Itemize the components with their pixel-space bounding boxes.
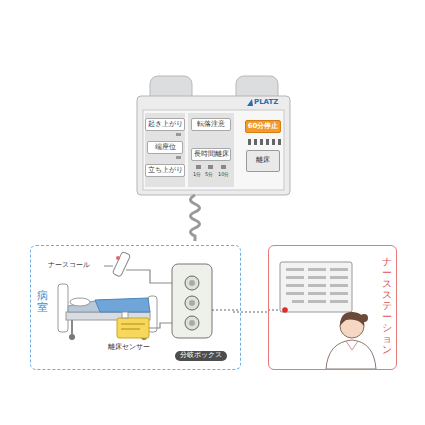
signal-line (212, 309, 241, 310)
led (208, 165, 213, 169)
mode-button: 起き上がり (145, 118, 185, 131)
branch-box-node: 分岐ボックス (169, 263, 233, 361)
box-label: 分岐ボックス (175, 351, 227, 361)
button-label: 離床 (256, 157, 270, 164)
coiled-cord (191, 195, 200, 241)
led (221, 165, 226, 169)
logo-mark (247, 99, 253, 106)
region-label: ナースステーション (382, 256, 392, 355)
button-label: 長時間離床 (194, 151, 229, 158)
device-face (143, 110, 284, 190)
led-label: 1分 (193, 172, 201, 178)
button-label: 転落注意 (197, 121, 225, 128)
mode-button: 転落注意 (191, 118, 231, 131)
nurse-call (112, 251, 130, 277)
stop-button: 60分停止 (245, 120, 281, 133)
mode-button: 立ち上がり (145, 164, 185, 177)
led (196, 165, 201, 169)
logo-text: PLATZ (254, 99, 278, 107)
button-column (145, 113, 185, 187)
button-label: 起き上がり (148, 121, 183, 128)
device-panel: PLATZ 起き上がり端座位立ち上がり 転落注意長時間離床 60分停止離床 (137, 75, 290, 195)
branch-box (172, 264, 212, 338)
part-label: 離床センサー (108, 344, 150, 352)
led-label: 10分 (218, 172, 229, 178)
bed (58, 284, 157, 340)
button-column (188, 113, 234, 187)
status-box: 離床 (246, 150, 280, 172)
mode-button: 端座位 (147, 141, 183, 154)
led-label: 5分 (205, 172, 213, 178)
button-label: 端座位 (155, 144, 176, 151)
led-row (248, 139, 281, 145)
nurse-figure (326, 312, 376, 369)
wire (149, 323, 172, 328)
signal-connector (233, 312, 268, 313)
region-label: 病室 (37, 290, 48, 314)
button-label: 立ち上がり (148, 167, 183, 174)
part-label: ナースコール (48, 262, 90, 270)
station-panel (280, 262, 352, 313)
device-body (137, 96, 290, 195)
station-region: ナースステーション (268, 245, 397, 370)
wire (126, 270, 172, 283)
leader-line (104, 266, 113, 267)
button-label: 60分停止 (248, 123, 279, 131)
bed-sensor (117, 312, 149, 338)
mode-button: 長時間離床 (191, 148, 231, 161)
